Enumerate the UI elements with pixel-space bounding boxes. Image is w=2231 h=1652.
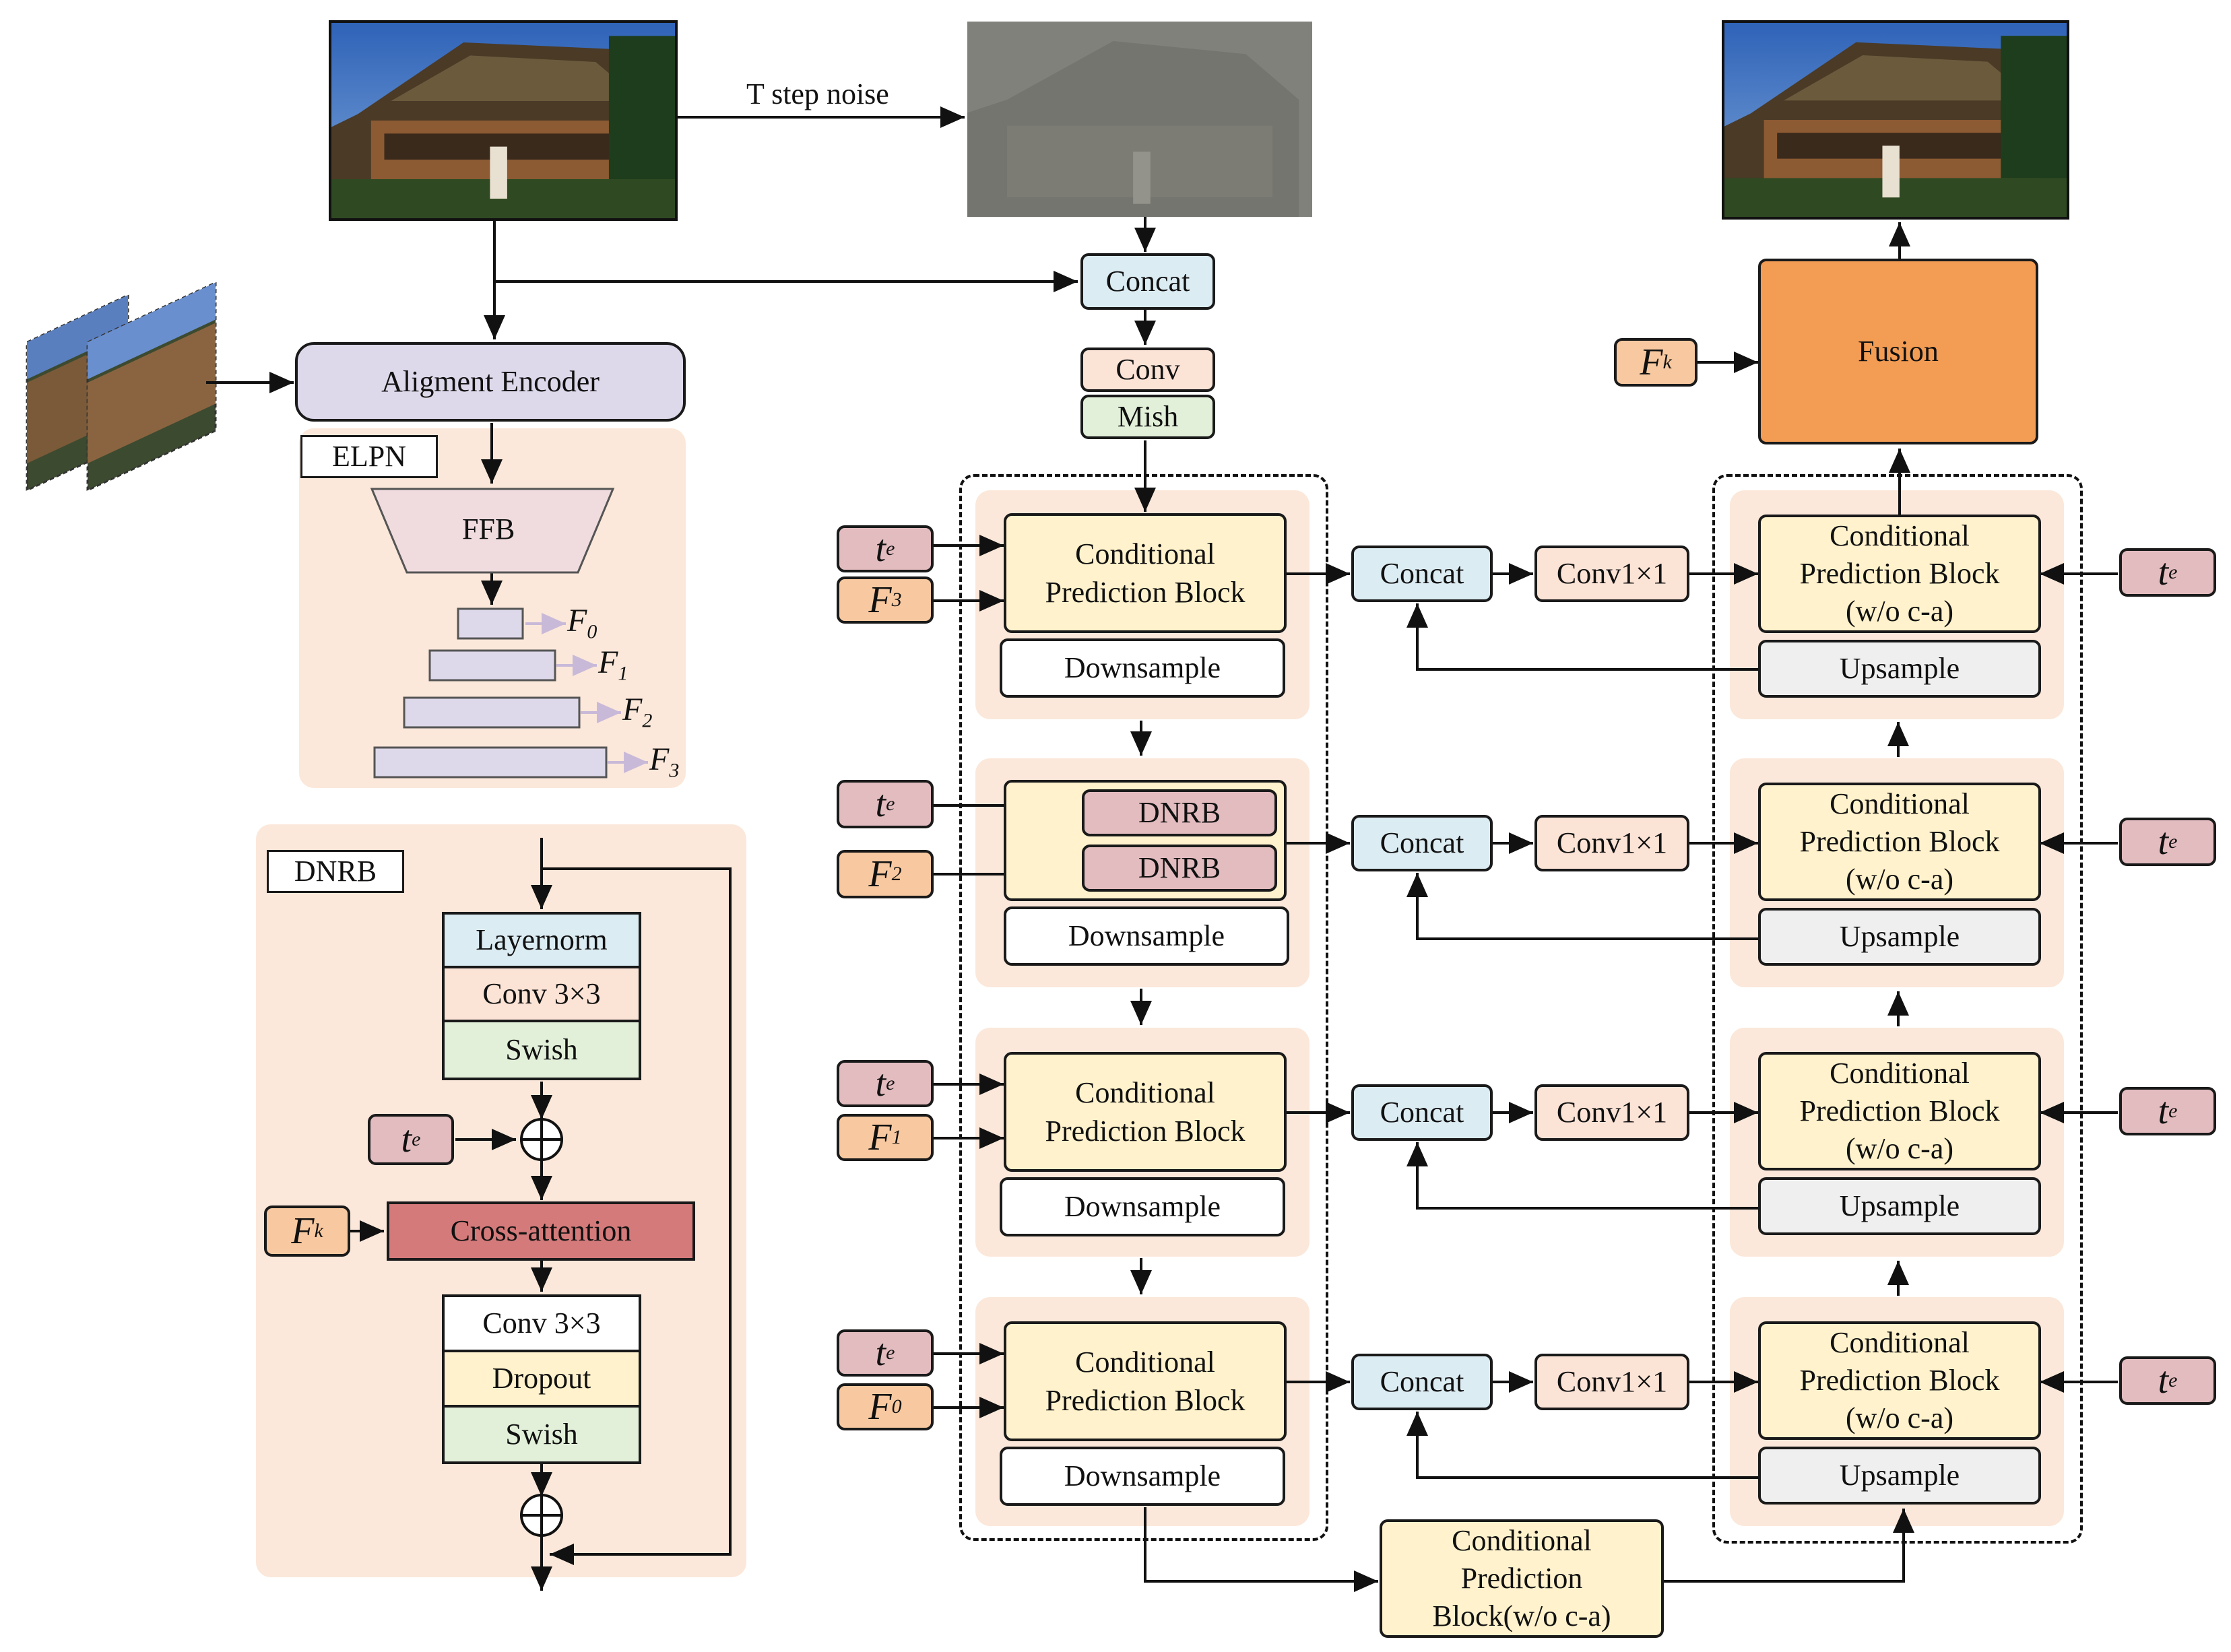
pyramid-f0: F0	[567, 603, 597, 643]
pyramid-f3: F3	[649, 741, 680, 782]
reference-frames	[24, 269, 220, 519]
encoder-downsample-1: Downsample	[1000, 638, 1285, 698]
input-image	[329, 20, 678, 221]
dnrb-swish2: Swish	[442, 1405, 641, 1464]
encoder-downsample-2: Downsample	[1004, 906, 1289, 966]
fusion-block: Fusion	[1758, 259, 2038, 444]
ffb-label: FFB	[462, 513, 515, 546]
decoder-upsample-3: Upsample	[1758, 1177, 2041, 1235]
pyramid-f2: F2	[622, 692, 653, 732]
mish-top: Mish	[1080, 395, 1215, 439]
encoder-cpb-3: Conditional Prediction Block	[1004, 1052, 1287, 1172]
mid-concat-3: Concat	[1351, 1084, 1493, 1141]
encoder-downsample-3: Downsample	[1000, 1177, 1285, 1236]
dnrb-conv2: Conv 3×3	[442, 1294, 641, 1352]
decoder-cpb-4: Conditional Prediction Block (w/o c-a)	[1758, 1321, 2041, 1440]
mid-concat-4: Concat	[1351, 1354, 1493, 1410]
decoder-upsample-4: Upsample	[1758, 1447, 2041, 1505]
conv-top: Conv	[1080, 348, 1215, 392]
noisy-image	[967, 22, 1312, 217]
encoder-cpb-1: Conditional Prediction Block	[1004, 513, 1287, 633]
ffb-shape	[370, 488, 615, 574]
pyramid-f1: F1	[598, 645, 628, 685]
noise-label: T step noise	[746, 77, 889, 110]
mid-conv1x1-2: Conv1×1	[1534, 815, 1689, 871]
dnrb-swish1: Swish	[442, 1020, 641, 1080]
decoder-cpb-2: Conditional Prediction Block (w/o c-a)	[1758, 783, 2041, 901]
decoder-upsample-2: Upsample	[1758, 908, 2041, 966]
decoder-cpb-3: Conditional Prediction Block (w/o c-a)	[1758, 1052, 2041, 1170]
dnrb-cross-attention: Cross-attention	[387, 1201, 695, 1261]
decoder-cpb-1: Conditional Prediction Block (w/o c-a)	[1758, 515, 2041, 633]
mid-conv1x1-1: Conv1×1	[1534, 546, 1689, 602]
concat-top: Concat	[1080, 253, 1215, 310]
dnrb-conv1: Conv 3×3	[442, 966, 641, 1022]
encoder-dnrb-2: DNRB	[1082, 845, 1277, 892]
encoder-cpb-4: Conditional Prediction Block	[1004, 1321, 1287, 1441]
dnrb-panel-label: DNRB	[267, 850, 404, 893]
encoder-downsample-4: Downsample	[1000, 1447, 1285, 1506]
dnrb-layernorm: Layernorm	[442, 912, 641, 968]
mid-concat-2: Concat	[1351, 815, 1493, 871]
decoder-dashed-group	[1712, 474, 2083, 1544]
alignment-encoder: Aligment Encoder	[295, 342, 686, 422]
decoder-upsample-1: Upsample	[1758, 640, 2041, 698]
mid-conv1x1-3: Conv1×1	[1534, 1084, 1689, 1141]
encoder-dnrb-1: DNRB	[1082, 789, 1277, 836]
mid-concat-1: Concat	[1351, 546, 1493, 602]
output-image	[1722, 20, 2069, 220]
elpn-label: ELPN	[300, 435, 438, 478]
mid-conv1x1-4: Conv1×1	[1534, 1354, 1689, 1410]
dnrb-dropout: Dropout	[442, 1350, 641, 1408]
bottleneck-cpb: Conditional Prediction Block(w/o c-a)	[1380, 1519, 1664, 1638]
